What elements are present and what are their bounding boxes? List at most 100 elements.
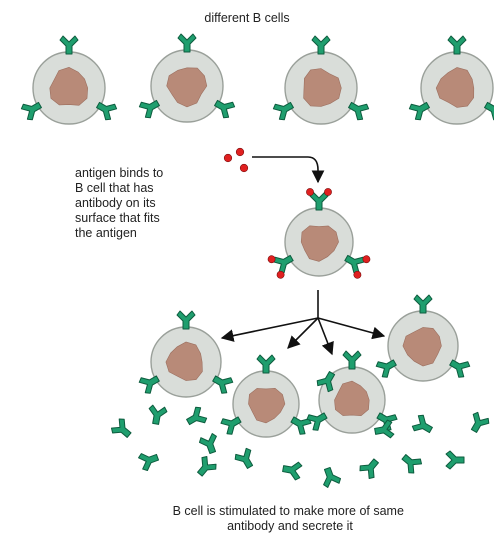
antibody-icon xyxy=(197,455,217,477)
antibody-icon xyxy=(198,433,217,455)
antibody-icon xyxy=(306,412,328,431)
antibody-shape xyxy=(445,450,465,470)
b-cell-icon xyxy=(408,35,494,125)
antibody-icon xyxy=(449,359,471,378)
nucleus-icon xyxy=(166,67,208,108)
b-cell-icon xyxy=(267,188,371,279)
step-label-line: antibody on its xyxy=(75,196,156,210)
antibody-shape xyxy=(470,411,490,433)
antibody-icon xyxy=(138,375,160,394)
antibody-icon xyxy=(20,101,42,121)
antibody-shape xyxy=(138,99,160,119)
b-cell-icon xyxy=(20,35,118,125)
antibody-shape xyxy=(59,35,79,55)
antibody-icon xyxy=(212,375,234,394)
antibody-icon xyxy=(290,416,312,435)
antibody-shape xyxy=(20,101,42,121)
antibody-shape xyxy=(484,101,494,121)
antibody-icon xyxy=(110,418,132,438)
b-cell-icon xyxy=(272,35,370,125)
nucleus-icon xyxy=(49,66,89,106)
antibody-icon xyxy=(272,101,294,121)
caption-label: B cell is stimulated to make more of sam… xyxy=(173,504,408,533)
b-cell-icon xyxy=(220,354,312,438)
antibody-icon xyxy=(342,350,362,370)
antibody-shape xyxy=(220,416,242,435)
antibody-shape xyxy=(449,359,471,378)
antibody-icon xyxy=(470,411,490,433)
nucleus-icon xyxy=(165,341,203,381)
title-label: different B cells xyxy=(204,11,289,25)
antibody-icon xyxy=(447,35,467,55)
antibody-icon xyxy=(96,101,118,121)
antigen-dot-icon xyxy=(239,163,249,173)
antibody-shape xyxy=(282,461,303,481)
antigen-dot-icon xyxy=(235,147,245,157)
nucleus-icon xyxy=(435,67,475,108)
step-label-line: the antigen xyxy=(75,226,137,240)
antibody-icon xyxy=(282,461,303,481)
antibody-shape xyxy=(344,254,366,274)
antibody-icon xyxy=(348,101,370,121)
antibody-icon xyxy=(306,188,332,211)
split-arrow-1 xyxy=(220,317,319,342)
antibody-icon xyxy=(408,101,430,121)
caption-line: B cell is stimulated to make more of sam… xyxy=(173,504,404,518)
nucleus-icon xyxy=(402,327,442,367)
antibody-icon xyxy=(176,310,196,330)
nucleus-icon xyxy=(248,387,286,424)
antibody-shape xyxy=(408,101,430,121)
antibody-icon xyxy=(323,466,342,488)
antibody-icon xyxy=(59,35,79,55)
antibody-icon xyxy=(344,254,371,279)
antibody-icon xyxy=(375,359,397,378)
antibody-shape xyxy=(186,406,208,426)
antibody-shape xyxy=(176,310,196,330)
antibody-shape xyxy=(309,191,329,211)
antigen-dot-icon xyxy=(223,153,233,163)
antibody-shape xyxy=(110,418,132,438)
split-arrow-3 xyxy=(317,317,334,356)
step-label-line: surface that fits xyxy=(75,211,160,225)
antibody-icon xyxy=(445,450,465,470)
antigen-dot-icon xyxy=(306,188,314,196)
antibody-shape xyxy=(306,412,328,431)
step-label-line: antigen binds to xyxy=(75,166,163,180)
b-cells-layer xyxy=(20,33,494,438)
antigen-dot-icon xyxy=(324,188,332,196)
antibody-shape xyxy=(197,455,217,477)
antibody-icon xyxy=(186,406,208,426)
antibody-shape xyxy=(447,35,467,55)
antibody-shape xyxy=(311,35,331,55)
antibody-shape xyxy=(212,375,234,394)
antigen-arrow xyxy=(252,156,325,184)
nucleus-icon xyxy=(300,225,339,262)
antibody-shape xyxy=(401,454,423,474)
antibody-shape xyxy=(375,359,397,378)
antibody-icon xyxy=(214,99,236,119)
antibody-icon xyxy=(267,254,294,279)
b-cell-icon xyxy=(138,310,234,398)
antibody-shape xyxy=(348,101,370,121)
antibody-icon xyxy=(177,33,197,53)
antibody-shape xyxy=(138,375,160,394)
antibody-shape xyxy=(359,458,379,480)
antigen-dot-icon xyxy=(276,270,285,279)
caption-line: antibody and secrete it xyxy=(227,519,353,533)
secreted-antibodies-layer xyxy=(110,371,490,488)
antibody-shape xyxy=(374,419,395,439)
nucleus-icon xyxy=(303,68,342,107)
antibody-icon xyxy=(311,35,331,55)
antibody-shape xyxy=(96,101,118,121)
split-arrow-2 xyxy=(287,317,319,349)
antibody-shape xyxy=(234,447,254,469)
antibody-icon xyxy=(148,404,168,425)
antibody-shape xyxy=(316,371,336,393)
antibody-icon xyxy=(374,419,395,439)
split-arrow-4 xyxy=(317,317,386,340)
antibody-icon xyxy=(138,99,160,119)
antibody-icon xyxy=(316,371,336,393)
antibody-shape xyxy=(413,294,433,314)
antibody-shape xyxy=(148,404,168,425)
